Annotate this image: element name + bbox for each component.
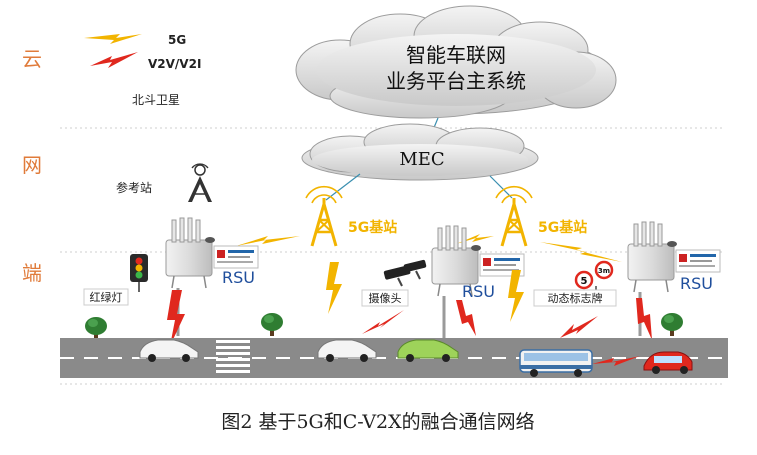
legend-5g-bolt-icon: [84, 34, 142, 44]
reference-station-label: 参考站: [116, 180, 152, 195]
v2i-bolt-camera-icon: [362, 310, 404, 334]
tree-3-icon: [661, 313, 683, 336]
rsu-left-label: RSU: [222, 268, 255, 287]
traffic-light-icon: [130, 254, 148, 292]
5g-bolt-right-icon: [508, 270, 524, 322]
v2i-bolt-sign-icon: [560, 316, 598, 338]
cloud-title-line1: 智能车联网: [406, 43, 506, 67]
v2i-bolt-rsu-middle-icon: [456, 300, 476, 336]
mec-label: MEC: [399, 149, 444, 170]
layer-label-cloud: 云: [22, 47, 42, 71]
5g-beam-left-rsu: [236, 236, 300, 246]
height-sign-value: 3m: [598, 267, 610, 275]
traffic-light-label: 红绿灯: [90, 290, 123, 304]
mec-link-right-tower: [489, 175, 513, 199]
5g-base-station-left-icon: [305, 185, 343, 248]
v2i-bolt-rsu-right-icon: [636, 298, 652, 340]
5g-beam-right-rsu: [540, 242, 622, 262]
legend-v2x-label: V2V/V2I: [148, 57, 201, 71]
height-sign-icon: 3m: [594, 260, 614, 280]
layer-label-network: 网: [22, 153, 42, 177]
car-red-icon: [643, 351, 693, 374]
dynamic-sign-label: 动态标志牌: [548, 291, 603, 305]
5g-base-station-right-icon: [495, 185, 533, 248]
5g-base-station-left-label: 5G基站: [348, 219, 397, 236]
v2v-bolt-vehicles-icon: [592, 356, 640, 366]
figure-caption: 图2 基于5G和C-V2X的融合通信网络: [221, 411, 534, 433]
rsu-right-label: RSU: [680, 274, 713, 293]
mec-link-left-tower: [325, 173, 361, 201]
tree-2-icon: [261, 313, 283, 336]
legend-5g-label: 5G: [168, 33, 186, 47]
bus-icon: [519, 349, 593, 377]
5g-base-station-right-label: 5G基站: [538, 219, 587, 236]
speed-sign-icon: 5: [574, 270, 594, 290]
layer-label-terminal: 端: [22, 261, 42, 285]
camera-label: 摄像头: [369, 291, 402, 305]
traffic-light-label-box: [83, 288, 129, 306]
rsu-middle-label: RSU: [462, 282, 495, 301]
mec-cloud-icon: [301, 123, 539, 181]
car-green-icon: [397, 339, 459, 362]
cloud-title-line2: 业务平台主系统: [386, 69, 526, 93]
speed-sign-value: 5: [581, 276, 588, 287]
camera-icon: [383, 259, 427, 287]
legend-beidou-label: 北斗卫星: [132, 93, 180, 107]
cloud-shape-icon: [295, 5, 617, 119]
crosswalk: [216, 340, 250, 373]
v2i-bolt-traffic-light-icon: [167, 290, 185, 346]
legend-v2x-bolt-icon: [90, 52, 138, 68]
rsu-middle-icon: [431, 225, 525, 340]
reference-station-icon: [188, 163, 212, 202]
tree-1-icon: [85, 317, 107, 340]
car-white-middle-icon: [317, 339, 377, 362]
5g-beam-mid-rsu: [456, 234, 494, 244]
camera-label-box: [361, 289, 409, 307]
5g-bolt-left-icon: [326, 262, 342, 314]
car-white-left-icon: [139, 339, 199, 362]
dynamic-sign-label-box: [533, 289, 617, 307]
